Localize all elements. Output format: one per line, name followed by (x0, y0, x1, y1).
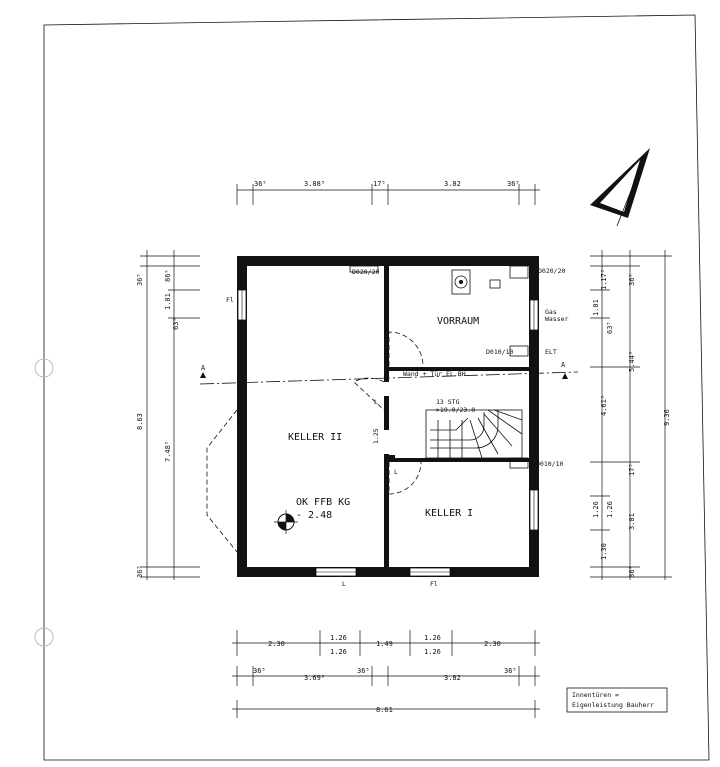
bay-window-outline (206, 409, 238, 553)
dim-bottom1-2: 1.26 (330, 634, 347, 642)
dim-top-5: 36⁵ (507, 180, 520, 188)
dimension-chain-top: 36⁵ 3.88⁵ 17⁵ 3.82 36⁵ (236, 180, 540, 205)
dim-bottom1-1: 2.30 (268, 640, 285, 648)
interior-walls (384, 266, 529, 567)
label-l-bottom: L (342, 580, 346, 588)
label-wand-tuer: Wand + Tür EL.BH. (403, 370, 470, 378)
dim-top-4: 3.82 (444, 180, 461, 188)
dim-bottom2-4: 3.82 (444, 674, 461, 682)
note-line-2: Eigenleistung Bauherr (572, 701, 654, 709)
dim-right-9: 1.26 (606, 501, 614, 518)
dim-right-3: 1.01 (592, 299, 600, 316)
label-wasser: Wasser (545, 315, 569, 323)
wall-post (389, 455, 395, 461)
room-keller2: KELLER II (288, 432, 342, 443)
dim-right-5: 5.44⁵ (628, 351, 636, 372)
dim-right-10: 3.01 (628, 513, 636, 530)
dim-bottom-total: 8.61 (376, 706, 393, 714)
label-d2: D020/20 (538, 267, 565, 275)
punch-hole-bottom (34, 627, 54, 647)
section-marker-left-icon (200, 372, 206, 378)
dim-bottom2-1: 36⁵ (253, 667, 266, 675)
dim-right-2: 36⁵ (628, 273, 636, 286)
dim-left-5: 8.63 (136, 413, 144, 430)
dim-left-6: 7.48⁵ (164, 441, 172, 462)
shaft-box-5 (509, 457, 529, 469)
north-arrow-icon (590, 148, 650, 227)
punch-hole-top (34, 358, 54, 378)
dim-right-7: 17⁵ (628, 463, 636, 476)
label-gas: Gas (545, 308, 557, 316)
dim-bottom1-7: 2.30 (484, 640, 501, 648)
label-h125: 1.25 (372, 428, 380, 444)
label-d1: D020/20 (352, 268, 379, 276)
outer-walls (237, 256, 539, 577)
shaft-box-4 (509, 345, 529, 357)
shaft-box-2 (509, 265, 529, 279)
dim-right-6: 4.61⁵ (600, 395, 608, 416)
dim-bottom1-6: 1.26 (424, 648, 441, 656)
note-box: Innentüren = Eigenleistung Bauherr (566, 687, 668, 713)
section-label-right: A (561, 361, 566, 369)
door-swings (353, 331, 424, 495)
dim-top-1: 36⁵ (254, 180, 267, 188)
dim-bottom2-2: 3.69⁵ (304, 674, 325, 682)
dim-bottom1-5: 1.26 (424, 634, 441, 642)
label-fl-left: Fl (226, 296, 234, 304)
label-elt: ELT (545, 348, 557, 356)
level-marker-icon (274, 510, 298, 534)
label-ok-ffb: OK FFB KG (296, 497, 350, 508)
label-fl-bottom: Fl (430, 580, 438, 588)
label-stg-ratio: >19.0/23.0 (436, 406, 475, 414)
dim-top-2: 3.88⁵ (304, 180, 325, 188)
dim-left-2: 86⁵ (164, 269, 172, 282)
section-marker-right-icon (562, 373, 568, 379)
sheet-border (43, 14, 710, 761)
room-vorraum: VORRAUM (437, 316, 479, 327)
room-keller1: KELLER I (425, 508, 473, 519)
dim-bottom2-5: 36⁵ (504, 667, 517, 675)
dim-right-8: 1.26 (592, 501, 600, 518)
dim-bottom2-3: 36⁵ (357, 667, 370, 675)
label-l-keller: L (394, 468, 398, 476)
note-line-1: Innentüren = (572, 691, 619, 699)
section-label-left: A (201, 364, 206, 372)
windows (237, 289, 539, 577)
dim-left-1: 36⁵ (136, 273, 144, 286)
dim-bottom1-4: 1.49 (376, 640, 393, 648)
label-d3: D010/10 (486, 348, 513, 356)
dim-left-4: 63⁵ (172, 317, 180, 330)
section-line (199, 371, 579, 385)
dim-left-7: 36⁵ (136, 565, 144, 578)
label-level: - 2.48 (296, 510, 332, 521)
boiler-icon (451, 269, 471, 295)
label-d4: D010/10 (536, 460, 563, 468)
dim-left-3: 1.01 (164, 293, 172, 310)
dim-top-3: 17⁵ (373, 180, 386, 188)
dim-right-11: 1.30 (600, 543, 608, 560)
label-stg: 13 STG (436, 398, 460, 406)
dim-right-12: 36⁵ (628, 565, 636, 578)
dim-bottom1-3: 1.26 (330, 648, 347, 656)
label-l-hall: L (374, 398, 378, 406)
dimension-chain-left: 36⁵ 86⁵ 1.01 63⁵ 8.63 7.48⁵ 36⁵ (136, 250, 200, 580)
staircase (425, 409, 523, 459)
dim-right-4: 63⁵ (606, 321, 614, 334)
dim-right-1: 1.17⁵ (600, 269, 608, 290)
shaft-box-1 (349, 265, 379, 273)
dimension-chain-bottom: 2.30 1.26 1.26 1.49 1.26 1.26 2.30 36⁵ 3… (232, 630, 540, 718)
shaft-box-3 (489, 279, 501, 289)
dimension-chain-right: 1.17⁵ 36⁵ 1.01 63⁵ 5.44⁵ 4.61⁵ 17⁵ 1.26 … (590, 250, 672, 580)
dim-right-total: 9.36 (663, 409, 671, 426)
